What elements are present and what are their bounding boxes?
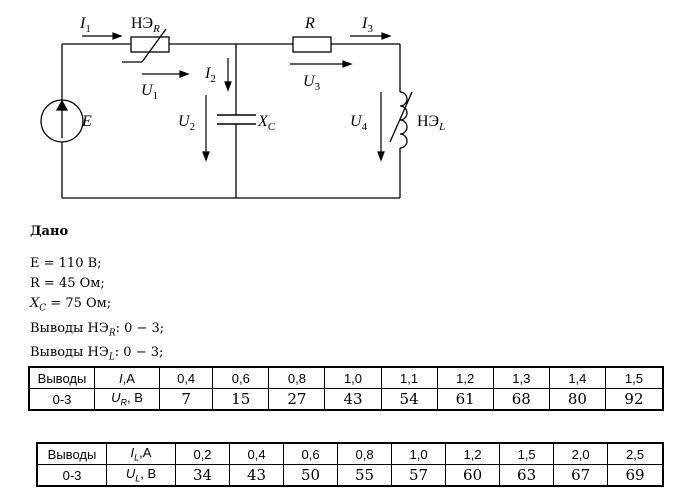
nonlinear-resistor-symbol	[122, 28, 170, 63]
current-value-cell: 0,8	[337, 442, 393, 465]
label-U2: U2	[178, 113, 195, 133]
given-E: E = 110 В;	[30, 256, 102, 271]
voltage-value-cell: 7	[158, 388, 214, 411]
current-value-cell: 1,0	[391, 442, 447, 465]
voltage-value-cell: 69	[607, 464, 664, 487]
label-Xc: XC	[257, 113, 276, 133]
label-I1: I1	[79, 15, 91, 35]
label-I3: I3	[361, 15, 373, 35]
voltage-value-cell: 61	[436, 388, 494, 411]
nonlinear-inductor-symbol	[389, 91, 413, 149]
label-U4: U4	[350, 113, 368, 133]
voltage-value-cell: 80	[548, 388, 606, 411]
voltage-value-cell: 92	[604, 388, 664, 411]
table-row-label: 0-3	[36, 464, 107, 487]
current-value-cell: 0,8	[268, 366, 326, 389]
voltage-value-cell: 43	[229, 464, 285, 487]
voltage-value-cell: 15	[212, 388, 270, 411]
current-value-cell: 0,4	[158, 366, 214, 389]
current-value-cell: 1,2	[445, 442, 501, 465]
table-header-outputs: Выводы	[36, 442, 107, 465]
current-value-cell: 1,1	[380, 366, 438, 389]
table-header-current: IL,А	[106, 442, 176, 465]
current-value-cell: 1,5	[604, 366, 664, 389]
current-value-cell: 1,3	[492, 366, 550, 389]
given-section: Дано E = 110 В; R = 45 Ом; XC = 75 Ом; В…	[30, 222, 164, 368]
current-value-cell: 1,5	[499, 442, 555, 465]
current-value-cell: 2,5	[607, 442, 664, 465]
current-value-cell: 1,0	[324, 366, 382, 389]
voltage-source-symbol	[40, 99, 84, 143]
voltage-value-cell: 55	[337, 464, 393, 487]
voltage-value-cell: 34	[174, 464, 231, 487]
voltage-value-cell: 67	[553, 464, 609, 487]
given-R: R = 45 Ом;	[30, 276, 105, 291]
current-value-cell: 0,6	[212, 366, 270, 389]
circuit-wires	[61, 43, 401, 199]
circuit-diagram: I1 НЭR R I3 U1 I2 U3 E U2 XC U4 НЭL	[40, 15, 445, 199]
label-NE-L: НЭL	[417, 113, 445, 133]
voltage-value-cell: 57	[391, 464, 447, 487]
given-outputs-R: Выводы НЭR: 0 − 3;	[30, 320, 165, 339]
current-voltage-arrows	[82, 32, 392, 162]
capacitor-symbol	[217, 114, 256, 125]
given-heading: Дано	[30, 224, 69, 239]
table-header-outputs: Выводы	[28, 366, 95, 389]
table-header-current: I,А	[94, 366, 160, 389]
table-header-voltage: UR, В	[94, 388, 160, 411]
given-Xc: XC = 75 Ом;	[30, 296, 112, 314]
voltage-value-cell: 27	[268, 388, 326, 411]
current-value-cell: 0,2	[174, 442, 231, 465]
given-outputs-L: Выводы НЭL: 0 − 3;	[30, 345, 164, 363]
current-value-cell: 0,6	[283, 442, 339, 465]
label-I2: I2	[204, 65, 216, 85]
label-U3: U3	[303, 73, 321, 93]
label-R: R	[304, 15, 315, 32]
resistor-symbol	[292, 36, 332, 53]
current-value-cell: 1,2	[436, 366, 494, 389]
voltage-value-cell: 50	[283, 464, 339, 487]
label-NE-R: НЭR	[131, 15, 160, 35]
voltage-value-cell: 54	[380, 388, 438, 411]
voltage-value-cell: 68	[492, 388, 550, 411]
voltage-value-cell: 60	[445, 464, 501, 487]
voltage-value-cell: 63	[499, 464, 555, 487]
table-row-label: 0-3	[28, 388, 95, 411]
label-U1: U1	[141, 82, 158, 102]
current-value-cell: 0,4	[229, 442, 285, 465]
current-value-cell: 2,0	[553, 442, 609, 465]
table-header-voltage: UL, В	[106, 464, 176, 487]
current-value-cell: 1,4	[548, 366, 606, 389]
voltage-value-cell: 43	[324, 388, 382, 411]
label-E: E	[81, 113, 92, 130]
